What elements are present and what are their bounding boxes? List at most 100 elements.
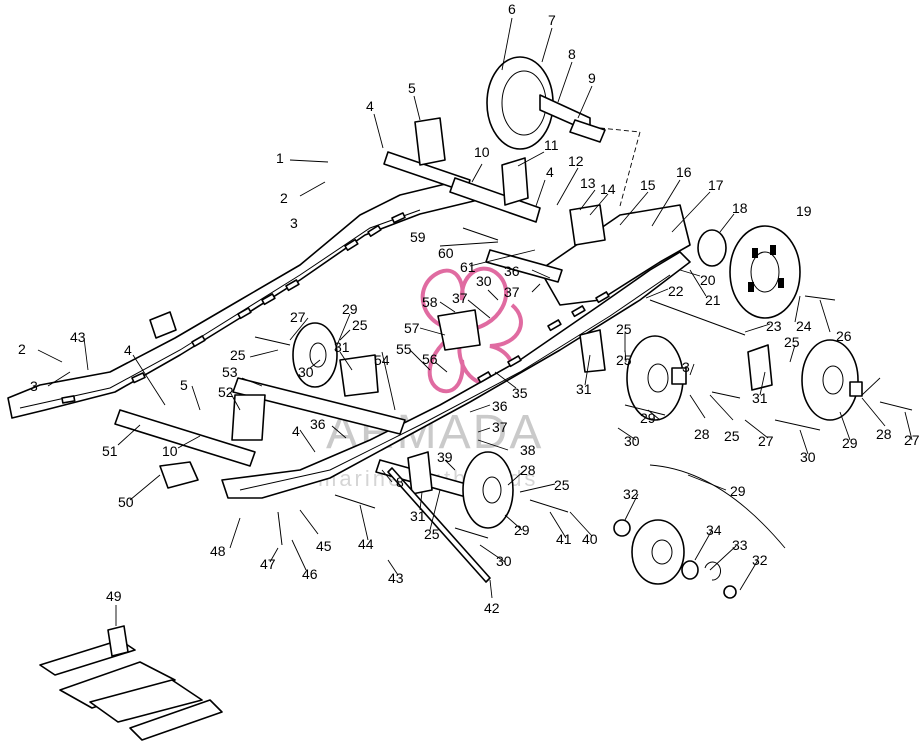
- callout-32: 32: [752, 552, 768, 568]
- callout-36: 36: [504, 263, 520, 279]
- callout-32: 32: [623, 486, 639, 502]
- rear-idler-wheel: [697, 225, 801, 319]
- callout-52: 52: [218, 384, 234, 400]
- callout-25: 25: [230, 347, 246, 363]
- callout-26: 26: [836, 328, 852, 344]
- idler-wheel-top: [486, 56, 606, 150]
- callout-43: 43: [388, 570, 404, 586]
- callout-29: 29: [514, 522, 530, 538]
- callout-35: 35: [512, 385, 528, 401]
- callout-10: 10: [162, 443, 178, 459]
- callout-4: 4: [292, 423, 300, 439]
- callout-2: 2: [280, 190, 288, 206]
- cross-shafts: [114, 151, 563, 498]
- right-rail-slots: [477, 291, 610, 384]
- callout-40: 40: [582, 531, 598, 547]
- callout-38: 38: [520, 442, 536, 458]
- callout-3: 3: [290, 215, 298, 231]
- callout-4: 4: [546, 164, 554, 180]
- callout-3: 3: [682, 359, 690, 375]
- callout-25: 25: [424, 526, 440, 542]
- callout-12: 12: [568, 153, 584, 169]
- callout-56: 56: [422, 351, 438, 367]
- callout-29: 29: [640, 410, 656, 426]
- callout-10: 10: [474, 144, 490, 160]
- callout-48: 48: [210, 543, 226, 559]
- callout-30: 30: [496, 553, 512, 569]
- callout-47: 47: [260, 556, 276, 572]
- wheel-left-upper: [292, 322, 338, 388]
- callout-43: 43: [70, 329, 86, 345]
- callout-18: 18: [732, 200, 748, 216]
- callout-30: 30: [298, 364, 314, 380]
- callout-50: 50: [118, 494, 134, 510]
- callout-16: 16: [676, 164, 692, 180]
- callout-59: 59: [410, 229, 426, 245]
- callout-14: 14: [600, 181, 616, 197]
- callout-41: 41: [556, 531, 572, 547]
- callout-labels: 6 7 8 9 4 5 1 10 11 12 13 14 15 16 17 18…: [18, 1, 920, 616]
- rail-slots: [61, 212, 406, 404]
- callout-28: 28: [520, 462, 536, 478]
- callout-4: 4: [366, 98, 374, 114]
- wheel-lower: [462, 451, 514, 529]
- callout-29: 29: [842, 435, 858, 451]
- arms-and-brackets: [231, 117, 773, 495]
- callout-2: 2: [18, 341, 26, 357]
- slider-pad: [159, 461, 199, 489]
- callout-36: 36: [310, 416, 326, 432]
- callout-33: 33: [732, 537, 748, 553]
- callout-31: 31: [410, 508, 426, 524]
- callout-28: 28: [876, 426, 892, 442]
- callout-30: 30: [624, 433, 640, 449]
- callout-25: 25: [784, 334, 800, 350]
- callout-25: 25: [352, 317, 368, 333]
- callout-25: 25: [724, 428, 740, 444]
- callout-8: 8: [568, 46, 576, 62]
- leader-lines: [37, 17, 913, 626]
- wheel-center: [626, 335, 687, 421]
- callout-1: 1: [276, 150, 284, 166]
- callout-29: 29: [342, 301, 358, 317]
- callout-39: 39: [437, 449, 453, 465]
- callout-31: 31: [752, 390, 768, 406]
- callout-36: 36: [492, 398, 508, 414]
- callout-22: 22: [668, 283, 684, 299]
- callout-9: 9: [588, 70, 596, 86]
- callout-46: 46: [302, 566, 318, 582]
- callout-25: 25: [616, 321, 632, 337]
- callout-37: 37: [504, 284, 520, 300]
- callout-5: 5: [408, 80, 416, 96]
- callout-37: 37: [452, 290, 468, 306]
- callout-30: 30: [800, 449, 816, 465]
- callout-15: 15: [640, 177, 656, 193]
- callout-5: 5: [180, 377, 188, 393]
- track-clip-assembly: [39, 625, 223, 741]
- callout-28: 28: [694, 426, 710, 442]
- callout-49: 49: [106, 588, 122, 604]
- callout-42: 42: [484, 600, 500, 616]
- callout-31: 31: [576, 381, 592, 397]
- callout-58: 58: [422, 294, 438, 310]
- callout-24: 24: [796, 318, 812, 334]
- callout-6: 6: [508, 1, 516, 17]
- callout-7: 7: [548, 12, 556, 28]
- callout-19: 19: [796, 203, 812, 219]
- callout-55: 55: [396, 341, 412, 357]
- callout-60: 60: [438, 245, 454, 261]
- callout-27: 27: [758, 433, 774, 449]
- callout-31: 31: [334, 339, 350, 355]
- wheel-exploded: [613, 519, 737, 599]
- callout-44: 44: [358, 536, 374, 552]
- callout-20: 20: [700, 272, 716, 288]
- callout-4: 4: [124, 342, 132, 358]
- callout-37: 37: [492, 419, 508, 435]
- callout-51: 51: [102, 443, 118, 459]
- callout-3: 3: [30, 378, 38, 394]
- callout-17: 17: [708, 177, 724, 193]
- callout-53: 53: [222, 364, 238, 380]
- callout-25: 25: [554, 477, 570, 493]
- callout-21: 21: [705, 292, 721, 308]
- callout-13: 13: [580, 175, 596, 191]
